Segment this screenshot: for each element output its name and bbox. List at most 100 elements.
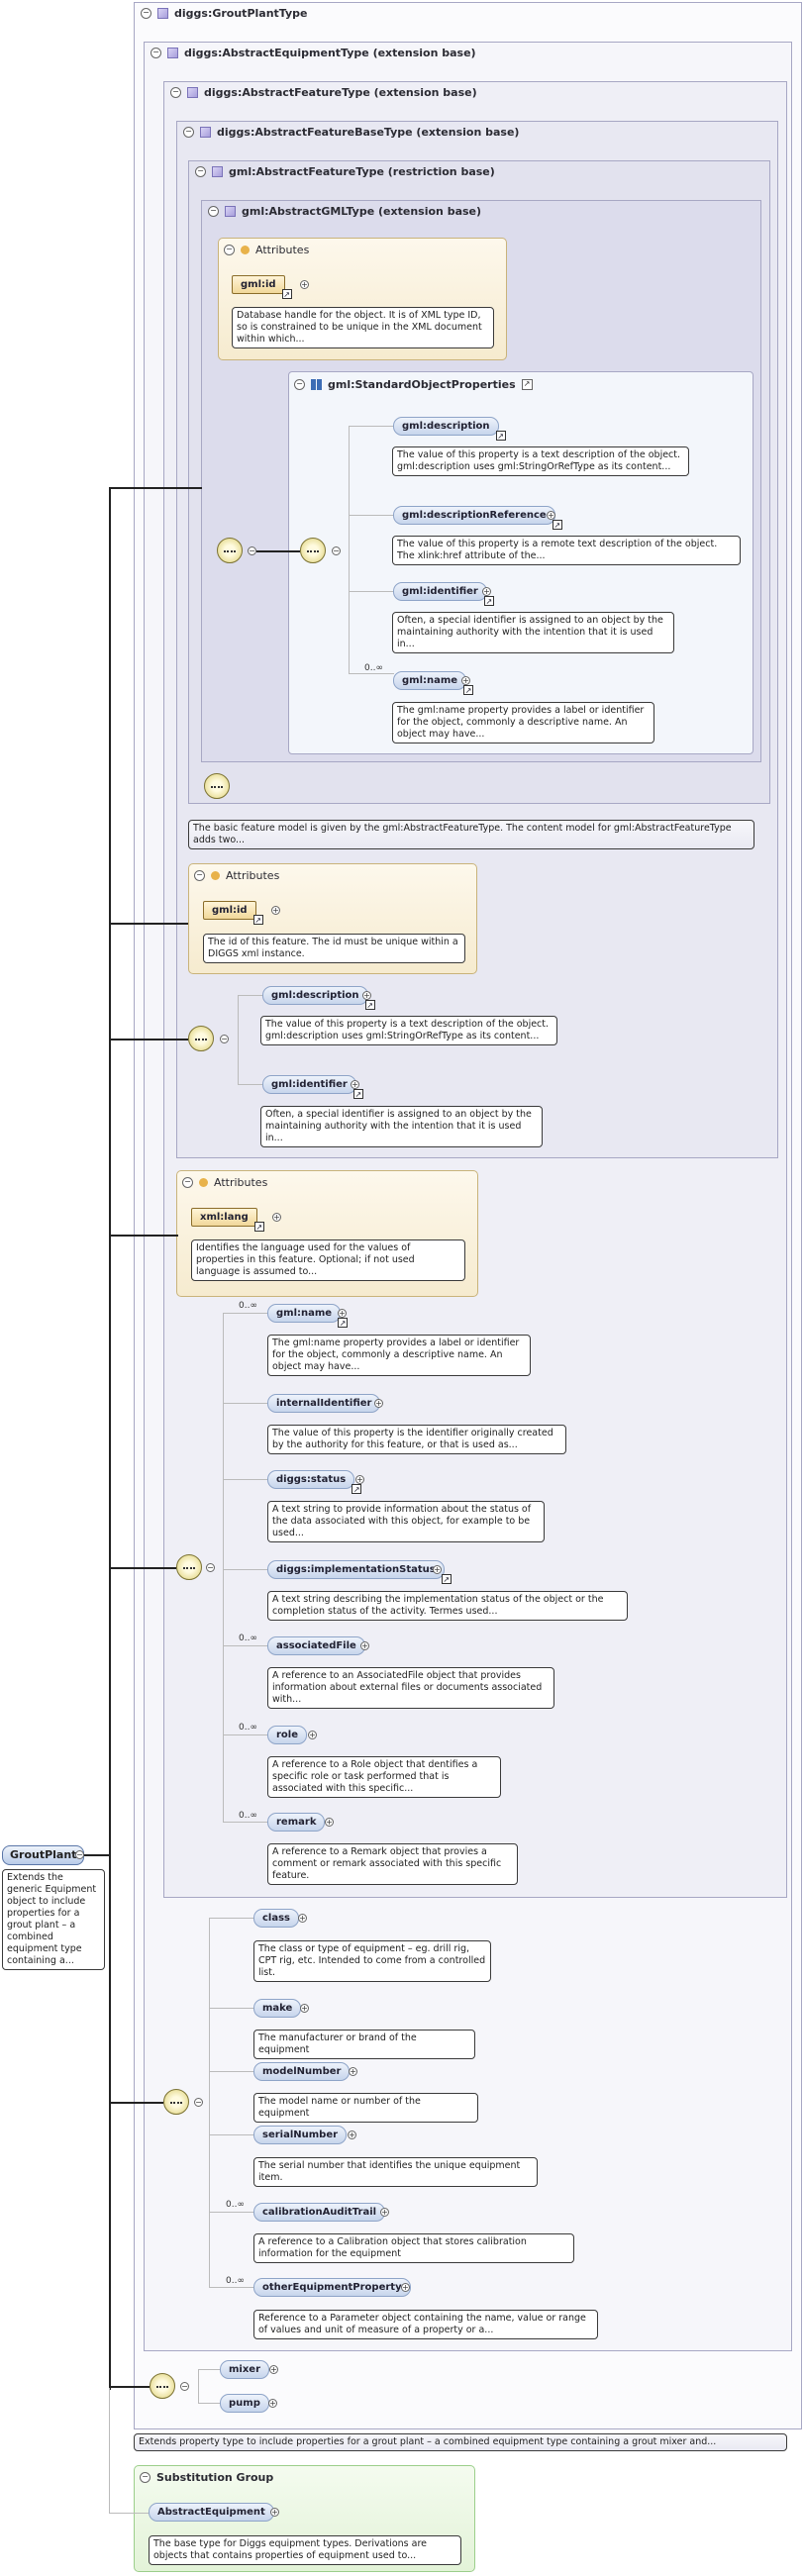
collapse-toggle[interactable]: − [141, 8, 151, 19]
collapse-toggle[interactable]: − [248, 546, 256, 555]
collapse-toggle[interactable]: − [206, 1563, 215, 1572]
collapse-toggle[interactable]: − [208, 206, 219, 217]
expand-icon[interactable]: + [268, 2399, 277, 2408]
expand-icon[interactable]: + [355, 1475, 364, 1484]
element-diggs-status[interactable]: diggs:status↗ [267, 1470, 362, 1494]
expand-icon[interactable]: + [298, 1914, 307, 1923]
cardinality: 0..∞ [364, 663, 383, 673]
element-doc: The serial number that identifies the un… [253, 2157, 538, 2187]
collapse-toggle[interactable]: − [294, 379, 305, 390]
element-gml-descriptionreference[interactable]: gml:descriptionReference↗ [393, 506, 562, 530]
connector [209, 2212, 255, 2213]
collapse-toggle[interactable]: − [224, 245, 235, 255]
reference-icon: ↗ [521, 379, 533, 390]
connector [109, 2513, 149, 2514]
expand-icon[interactable]: + [269, 2365, 278, 2374]
reference-icon: ↗ [463, 685, 474, 695]
element-gml-identifier[interactable]: gml:identifier↗ [393, 582, 494, 606]
reference-icon: ↗ [253, 1222, 264, 1232]
connector [223, 1734, 269, 1735]
collapse-toggle[interactable]: − [140, 2472, 151, 2483]
expand-icon[interactable]: + [308, 1731, 317, 1739]
expand-icon[interactable]: + [300, 2004, 309, 2013]
element-make[interactable]: make [253, 1999, 302, 2018]
expand-icon[interactable]: + [338, 1309, 347, 1318]
collapse-toggle[interactable]: − [75, 1850, 84, 1859]
expand-icon[interactable]: + [349, 2067, 357, 2076]
connector [109, 2102, 163, 2104]
element-internalidentifier[interactable]: internalIdentifier [267, 1394, 381, 1413]
element-abstractequipment[interactable]: AbstractEquipment [149, 2503, 274, 2522]
expand-icon[interactable]: + [482, 587, 491, 596]
collapse-toggle[interactable]: − [332, 546, 341, 555]
element-doc: The class or type of equipment – eg. dri… [253, 1940, 491, 1982]
expand-icon[interactable]: + [271, 906, 280, 915]
sequence-compositor-icon[interactable] [300, 538, 326, 563]
element-gml-description[interactable]: gml:description↗ [393, 417, 506, 441]
connector [209, 1918, 210, 2287]
attribute-xml-lang[interactable]: xml:lang↗ [191, 1208, 264, 1232]
element-mixer[interactable]: mixer [220, 2360, 270, 2379]
element-gml-name[interactable]: gml:name↗ [393, 671, 474, 695]
collapse-toggle[interactable]: − [195, 166, 206, 177]
attribute-gml-id[interactable]: gml:id↗ [203, 901, 263, 925]
expand-icon[interactable]: + [374, 1399, 383, 1408]
type-title: diggs:AbstractEquipmentType (extension b… [184, 47, 476, 59]
element-gml-description[interactable]: gml:description↗ [262, 986, 375, 1010]
element-otherequipmentproperty[interactable]: otherEquipmentProperty [253, 2278, 411, 2297]
collapse-toggle[interactable]: − [194, 2098, 203, 2107]
collapse-toggle[interactable]: − [194, 870, 205, 881]
expand-icon[interactable]: + [401, 2283, 410, 2292]
element-diggs-implementationstatus[interactable]: diggs:implementationStatus↗ [267, 1560, 452, 1584]
expand-icon[interactable]: + [461, 676, 470, 685]
sequence-compositor-icon[interactable] [204, 773, 230, 799]
element-gml-name[interactable]: gml:name↗ [267, 1304, 349, 1328]
collapse-toggle[interactable]: − [151, 48, 161, 58]
element-doc: Often, a special identifier is assigned … [392, 612, 674, 653]
connector [238, 1084, 264, 1085]
expand-icon[interactable]: + [348, 2130, 356, 2139]
element-doc: The manufacturer or brand of the equipme… [253, 2030, 475, 2059]
collapse-toggle[interactable]: − [170, 87, 181, 98]
expand-icon[interactable]: + [547, 511, 555, 520]
expand-icon[interactable]: + [362, 991, 371, 1000]
element-doc: The value of this property is a text des… [260, 1016, 557, 1045]
element-associatedfile[interactable]: associatedFile [267, 1636, 365, 1655]
element-pump[interactable]: pump [220, 2394, 269, 2413]
element-calibrationaudittrail[interactable]: calibrationAuditTrail [253, 2203, 386, 2222]
collapse-toggle[interactable]: − [182, 1177, 193, 1188]
collapse-toggle[interactable]: − [220, 1035, 229, 1043]
attribute-gml-id[interactable]: gml:id↗ [232, 275, 292, 299]
root-element-groutplant[interactable]: GroutPlant [2, 1845, 85, 1865]
element-role[interactable]: role [267, 1726, 308, 1744]
element-modelnumber[interactable]: modelNumber [253, 2062, 351, 2081]
connector [84, 1854, 110, 1856]
expand-icon[interactable]: + [360, 1641, 369, 1650]
collapse-toggle[interactable]: − [180, 2382, 189, 2391]
element-serialnumber[interactable]: serialNumber [253, 2126, 348, 2144]
sequence-compositor-icon[interactable] [150, 2373, 175, 2399]
expand-icon[interactable]: + [433, 1565, 442, 1574]
sequence-compositor-icon[interactable] [176, 1554, 202, 1580]
expand-icon[interactable]: + [300, 280, 309, 289]
element-gml-identifier[interactable]: gml:identifier↗ [262, 1075, 363, 1099]
element-doc: The value of this property is a text des… [392, 446, 689, 476]
sequence-compositor-icon[interactable] [163, 2089, 189, 2115]
expand-icon[interactable]: + [325, 1818, 334, 1827]
group-icon [311, 379, 322, 390]
collapse-toggle[interactable]: − [183, 127, 194, 138]
connector [223, 1645, 269, 1646]
sequence-compositor-icon[interactable] [217, 538, 243, 563]
expand-icon[interactable]: + [272, 1213, 281, 1222]
connector [349, 515, 394, 516]
sequence-compositor-icon[interactable] [188, 1026, 214, 1051]
expand-icon[interactable]: + [380, 2208, 389, 2217]
element-class[interactable]: class [253, 1909, 300, 1928]
element-doc: The gml:name property provides a label o… [392, 702, 654, 743]
expand-icon[interactable]: + [351, 1080, 359, 1089]
element-remark[interactable]: remark [267, 1813, 326, 1832]
type-title: diggs:AbstractFeatureType (extension bas… [204, 86, 477, 99]
cardinality: 0..∞ [226, 2276, 245, 2286]
expand-icon[interactable]: + [270, 2508, 279, 2517]
connector [198, 2369, 222, 2370]
